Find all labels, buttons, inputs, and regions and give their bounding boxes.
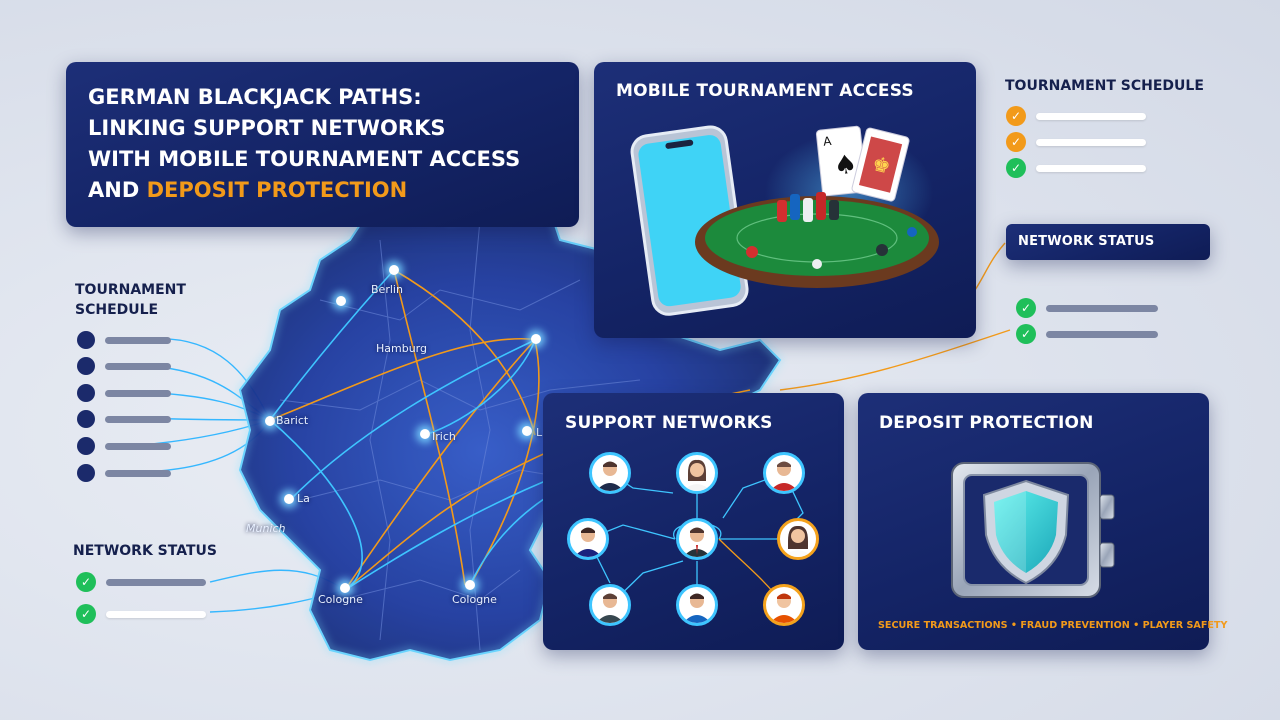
schedule-dot [77,357,95,375]
map-node-west [265,416,275,426]
left-schedule-title: TOURNAMENT SCHEDULE [75,280,186,320]
schedule-line [105,390,171,397]
schedule-dot [77,464,95,482]
map-node-cologne-left [340,583,350,593]
mobile-tournament-card: MOBILE TOURNAMENT ACCESS A ♠ ♚ [594,62,976,338]
headline-line-2: LINKING SUPPORT NETWORKS [88,116,446,140]
schedule-line [1036,113,1146,120]
mobile-card-title: MOBILE TOURNAMENT ACCESS [616,81,914,101]
blackjack-table-icon [695,192,939,288]
right-network-title: NETWORK STATUS [1018,234,1155,249]
support-card-title: SUPPORT NETWORKS [565,413,773,433]
headline-line-1: GERMAN BLACKJACK PATHS: [88,85,422,109]
playing-cards-icon: A ♠ ♚ [815,125,910,202]
headline-card: GERMAN BLACKJACK PATHS: LINKING SUPPORT … [66,62,579,227]
schedule-dot [77,331,95,349]
headline-line-3: WITH MOBILE TOURNAMENT ACCESS [88,147,521,171]
headline-highlight: DEPOSIT PROTECTION [146,178,408,202]
check-icon: ✓ [1006,106,1026,126]
city-label-cologne-left: Cologne [318,593,363,606]
schedule-line [105,470,171,477]
status-line [1046,305,1158,312]
person-avatar-icon [676,452,718,494]
city-label-munich: Munich [246,522,286,535]
headline-line-4: AND DEPOSIT PROTECTION [88,175,520,206]
svg-text:♠: ♠ [832,149,858,181]
check-icon: ✓ [1016,298,1036,318]
status-line [106,611,206,618]
status-line [1046,331,1158,338]
map-node-small [284,494,294,504]
deposit-footer: SECURE TRANSACTIONS • FRAUD PREVENTION •… [878,620,1228,631]
deposit-card-title: DEPOSIT PROTECTION [879,413,1094,433]
right-network-status-badge: NETWORK STATUS [1006,224,1210,260]
schedule-line [105,416,171,423]
map-node-berlin [389,265,399,275]
left-schedule-title-line-2: SCHEDULE [75,302,159,318]
map-node-cologne-right [465,580,475,590]
schedule-line [1036,139,1146,146]
schedule-dot [77,410,95,428]
city-label-berlin: Berlin [371,283,403,296]
person-avatar-icon [676,584,718,626]
map-node-far-east [522,426,532,436]
check-icon: ✓ [76,604,96,624]
support-networks-card: SUPPORT NETWORKS [543,393,844,650]
person-avatar-icon [777,518,819,560]
check-icon: ✓ [1006,158,1026,178]
map-node-north [336,296,346,306]
schedule-line [1036,165,1146,172]
schedule-line [105,443,171,450]
schedule-dot [77,384,95,402]
svg-text:♚: ♚ [870,151,893,179]
status-line [106,579,206,586]
vault-shield-icon [951,462,1115,598]
schedule-dot [77,437,95,455]
city-label-east: L [536,426,543,439]
check-icon: ✓ [1006,132,1026,152]
city-label-center: Irich [432,430,456,443]
schedule-line [105,363,171,370]
headline-title: GERMAN BLACKJACK PATHS: LINKING SUPPORT … [88,82,520,206]
right-schedule-title: TOURNAMENT SCHEDULE [1005,78,1204,94]
city-label-cologne-right: Cologne [452,593,497,606]
city-label-west: Barict [276,414,309,427]
deposit-protection-card: DEPOSIT PROTECTION SECURE TRANSACTIONS •… [858,393,1228,650]
svg-text:A: A [823,134,833,149]
check-icon: ✓ [1016,324,1036,344]
map-node-center [420,429,430,439]
headline-line-4-prefix: AND [88,178,147,202]
person-avatar-icon [589,584,631,626]
left-schedule-title-line-1: TOURNAMENT [75,282,186,298]
person-avatar-icon [567,518,609,560]
check-icon: ✓ [76,572,96,592]
left-network-title: NETWORK STATUS [73,543,217,559]
schedule-line [105,337,171,344]
city-label-hamburg: Hamburg [376,342,427,355]
map-node-east [531,334,541,344]
city-label-small: La [297,492,310,505]
person-avatar-icon [676,518,718,560]
person-avatar-icon [589,452,631,494]
person-avatar-icon [763,584,805,626]
person-avatar-icon [763,452,805,494]
